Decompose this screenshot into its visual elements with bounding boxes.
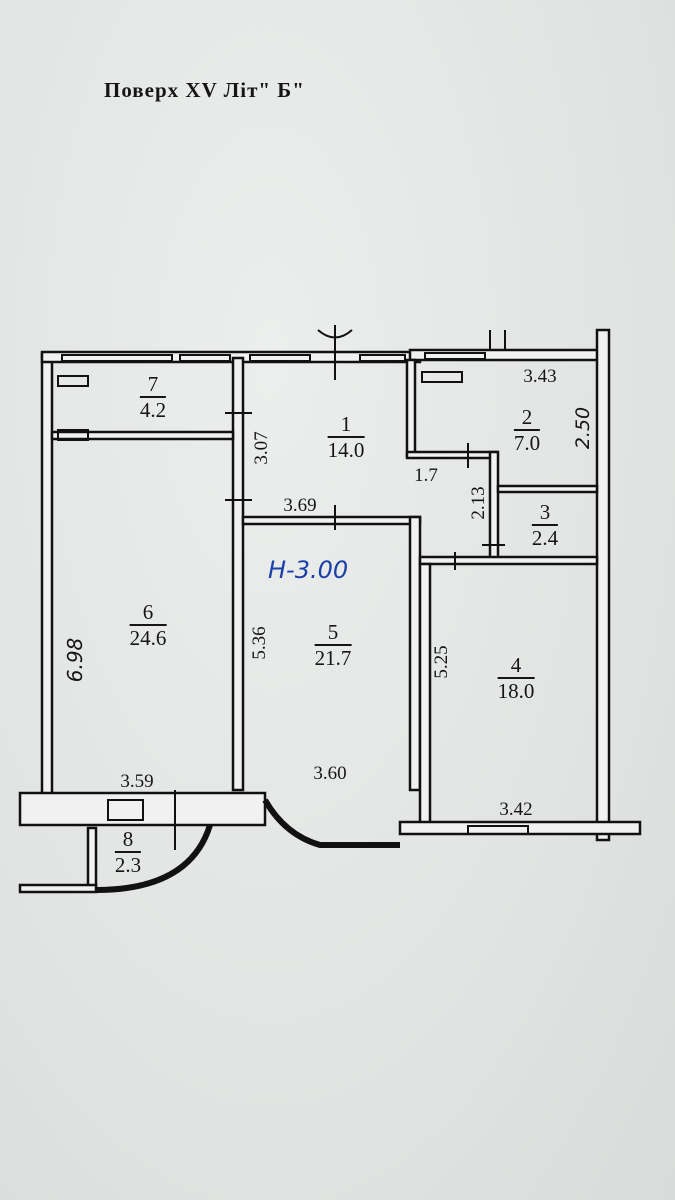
room-area: 14.0 (327, 438, 365, 462)
dim-5-36: 5.36 (249, 626, 270, 660)
dim-3-07: 3.07 (251, 431, 272, 465)
room-number: 6 (129, 600, 167, 626)
wall-8-left (86, 826, 98, 892)
dim-3-59: 3.59 (120, 771, 154, 792)
wall-1-2 (405, 358, 417, 458)
wall-4-left (418, 562, 432, 828)
wall-2-hall (405, 450, 499, 460)
room-number: 8 (114, 827, 142, 853)
floor-title: Поверх XV Літ" Б" (104, 78, 305, 102)
room-area: 2.3 (114, 853, 142, 877)
wall-3-4 (418, 555, 599, 566)
wall-right (595, 328, 611, 842)
room-area: 7.0 (513, 431, 541, 455)
dim-2-13: 2.13 (468, 486, 489, 520)
dim-2-50: 2.50 (572, 406, 594, 450)
wall-left (40, 352, 54, 802)
wall-7-6 (50, 430, 235, 441)
dim-5-25: 5.25 (431, 645, 452, 679)
wall-1-5 (241, 515, 422, 526)
room-number: 1 (327, 412, 365, 438)
room-area: 4.2 (139, 398, 167, 422)
room-number: 5 (314, 620, 352, 646)
wall-6-1 (231, 356, 245, 792)
dim-1-7: 1.7 (414, 465, 438, 486)
room-number: 2 (513, 405, 541, 431)
wall-4-bottom (398, 820, 642, 836)
room-number: 3 (531, 500, 559, 526)
wall-8-base (18, 883, 98, 894)
room-area: 24.6 (129, 626, 167, 650)
dim-3-69: 3.69 (283, 495, 317, 516)
wall-2-3 (496, 484, 599, 494)
dim-3-42: 3.42 (499, 799, 533, 820)
room-area: 18.0 (497, 679, 535, 703)
dim-3-43: 3.43 (523, 366, 557, 387)
wall-5-4 (408, 515, 422, 792)
room-number: 4 (497, 653, 535, 679)
room-area: 2.4 (531, 526, 559, 550)
dim-3-60: 3.60 (313, 763, 347, 784)
ceiling-height-note: Н-3.00 (268, 556, 349, 584)
room-area: 21.7 (314, 646, 352, 670)
room-number: 7 (139, 372, 167, 398)
dim-6-98: 6.98 (63, 637, 87, 683)
